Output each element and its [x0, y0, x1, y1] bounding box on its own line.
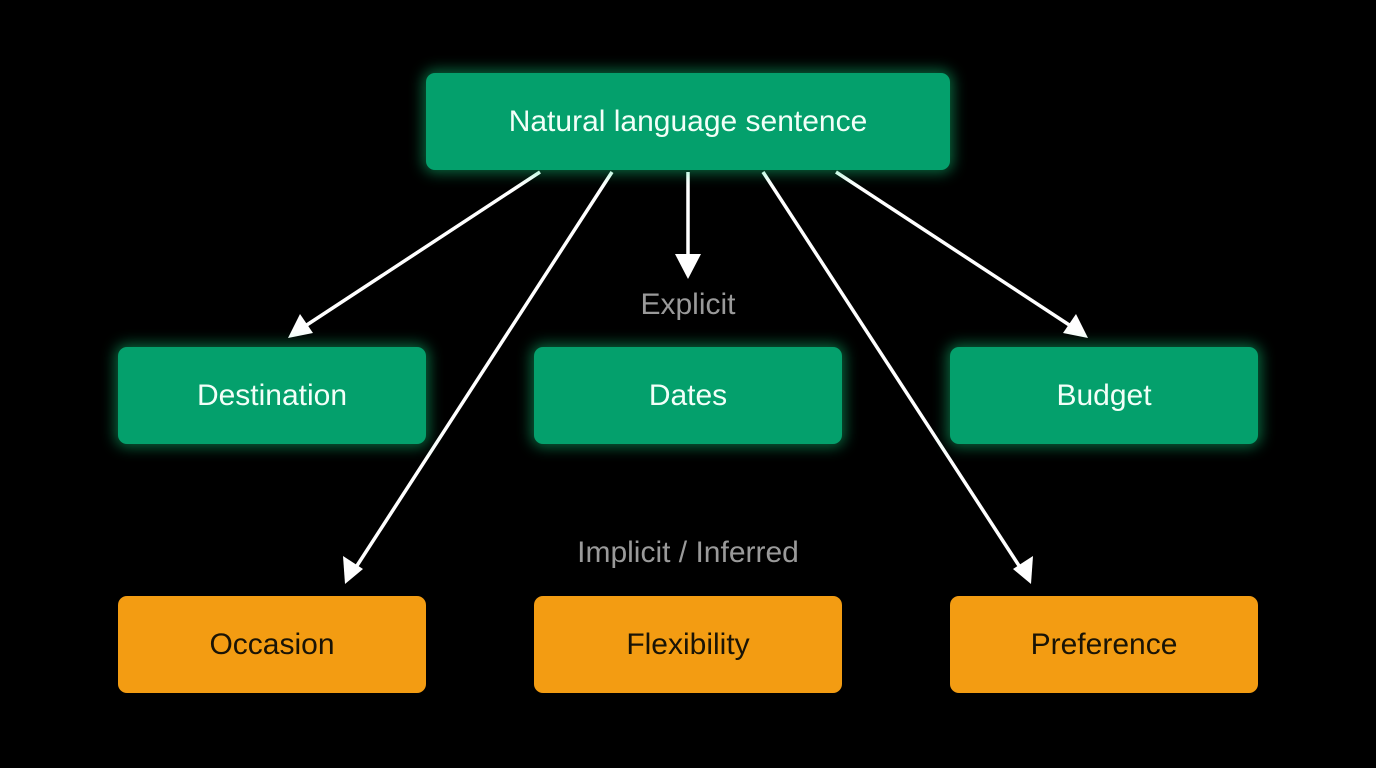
node-occasion: Occasion — [118, 596, 426, 693]
node-budget: Budget — [950, 347, 1258, 444]
node-budget-label: Budget — [1056, 378, 1152, 412]
arrowhead-occasion — [343, 556, 363, 584]
root-node: Natural language sentence — [426, 73, 950, 170]
implicit-group-label: Implicit / Inferred — [488, 536, 888, 570]
node-preference-label: Preference — [1030, 627, 1178, 661]
explicit-group-label-text: Explicit — [640, 288, 736, 321]
node-dates: Dates — [534, 347, 842, 444]
node-flexibility: Flexibility — [534, 596, 842, 693]
arrow-to-destination — [292, 170, 541, 336]
node-flexibility-label: Flexibility — [626, 627, 750, 661]
arrowhead-destination — [288, 314, 313, 338]
root-node-label: Natural language sentence — [508, 104, 868, 138]
node-preference: Preference — [950, 596, 1258, 693]
arrow-to-occasion — [347, 171, 614, 579]
arrowhead-preference — [1013, 556, 1033, 584]
node-destination: Destination — [118, 347, 426, 444]
arrow-to-budget — [835, 170, 1084, 336]
arrowhead-budget — [1063, 314, 1088, 338]
node-occasion-label: Occasion — [209, 627, 335, 661]
node-dates-label: Dates — [648, 378, 728, 412]
arrow-to-preference — [761, 171, 1029, 579]
explicit-group-label: Explicit — [538, 288, 838, 322]
implicit-group-label-text: Implicit / Inferred — [577, 536, 799, 569]
arrowhead-dates — [675, 254, 701, 279]
node-destination-label: Destination — [196, 378, 348, 412]
